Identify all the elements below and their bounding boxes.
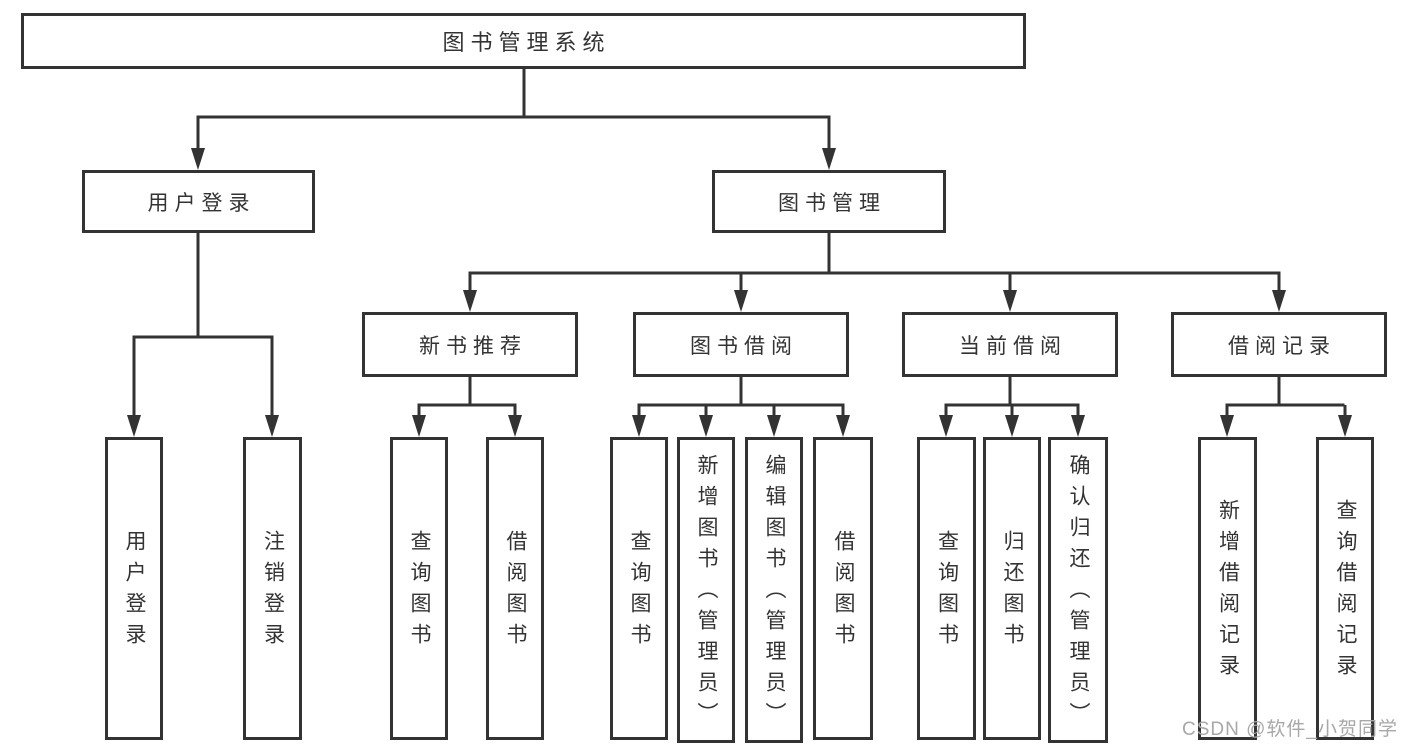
leaf-bb-borrow-book: 借阅图书 (813, 437, 873, 740)
leaf-bb-edit-book-admin: 编辑图书（管理员） (745, 437, 803, 743)
leaf-nbr-borrow-book: 借阅图书 (486, 437, 544, 740)
leaf-br-add-record: 新增借阅记录 (1198, 437, 1257, 740)
connector-book-management (468, 233, 1281, 293)
arrowheads (127, 148, 1352, 437)
node-current-borrow: 当前借阅 (902, 312, 1118, 377)
node-root: 图书管理系统 (21, 13, 1026, 69)
node-borrow-records: 借阅记录 (1171, 312, 1387, 377)
leaf-user-login: 用户登录 (105, 437, 163, 740)
leaf-cb-confirm-return-admin: 确认归还（管理员） (1048, 437, 1108, 743)
leaf-bb-add-book-admin: 新增图书（管理员） (677, 437, 735, 743)
connector-user-login (132, 233, 274, 418)
node-book-management: 图书管理 (712, 170, 946, 233)
node-user-login: 用户登录 (82, 170, 315, 233)
connector-current-borrow (944, 377, 1080, 418)
connector-book-borrow (637, 377, 845, 418)
leaf-cb-return-book: 归还图书 (983, 437, 1041, 740)
leaf-bb-query-book: 查询图书 (610, 437, 668, 740)
leaf-nbr-query-book: 查询图书 (390, 437, 448, 740)
leaf-cb-query-book: 查询图书 (917, 437, 976, 740)
leaf-br-query-record: 查询借阅记录 (1316, 437, 1374, 740)
watermark: CSDN @软件_小贺同学 (1182, 719, 1398, 740)
node-new-book-recommend: 新书推荐 (362, 312, 578, 377)
connector-new-book-recommend (417, 377, 517, 418)
connector-borrow-records (1225, 377, 1347, 418)
leaf-logout: 注销登录 (243, 437, 302, 740)
node-book-borrow: 图书借阅 (633, 312, 849, 377)
connector-root (196, 69, 831, 151)
